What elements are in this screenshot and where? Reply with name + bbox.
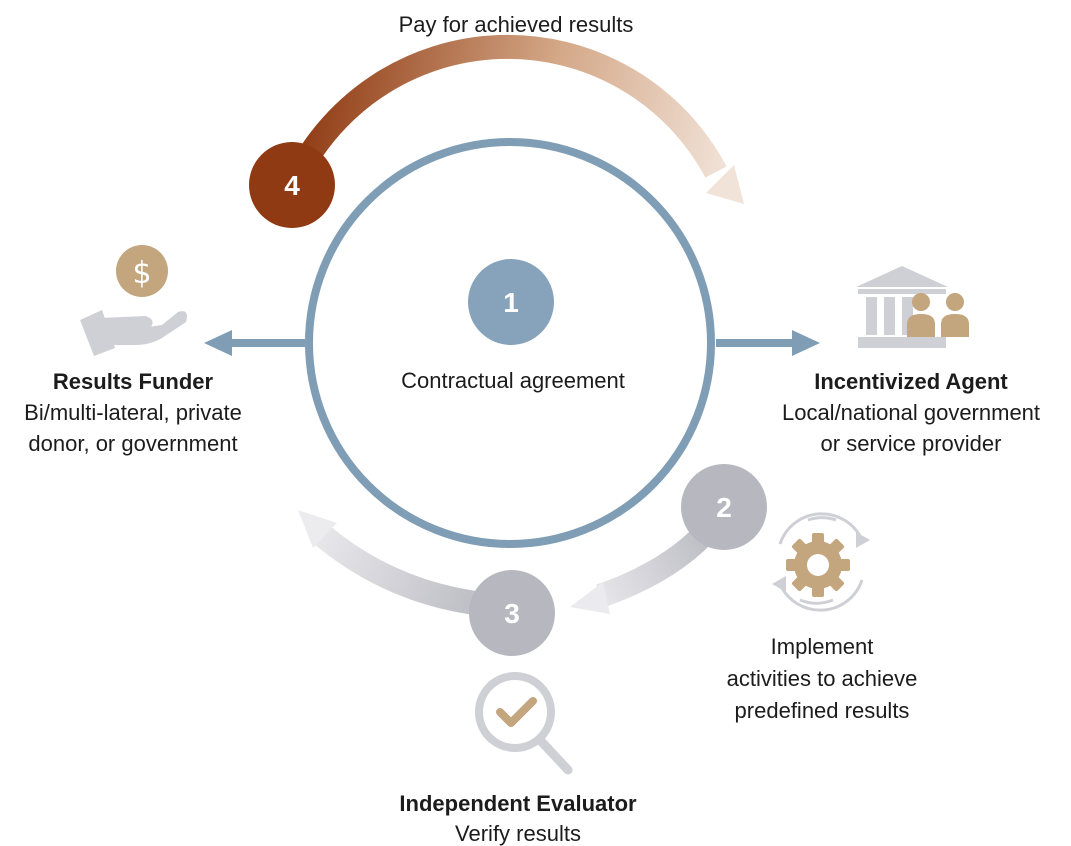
incentivized-agent-title: Incentivized Agent	[814, 369, 1008, 394]
step-2-number: 2	[716, 492, 732, 523]
step-2-badge: 2	[681, 464, 767, 550]
gear-cycle-icon	[772, 512, 870, 612]
results-funder-title: Results Funder	[52, 369, 214, 394]
incentivized-agent-line2: or service provider	[820, 431, 1002, 456]
implement-line3: predefined results	[734, 698, 910, 723]
government-building-people-icon	[856, 266, 969, 348]
independent-evaluator-title: Independent Evaluator	[399, 791, 637, 816]
step-4-badge: 4	[249, 142, 335, 228]
arrow-to-funder	[204, 330, 305, 356]
svg-text:$: $	[132, 256, 151, 291]
pay-arrow	[281, 34, 744, 204]
incentivized-agent-line1: Local/national government	[781, 400, 1041, 425]
implement-line2: activities to achieve	[726, 666, 918, 691]
step-4-number: 4	[284, 170, 300, 201]
step-3-badge: 3	[469, 570, 555, 656]
magnifier-check-icon	[475, 672, 573, 775]
verify-results-label: Verify results	[455, 821, 581, 846]
step-3-number: 3	[504, 598, 520, 629]
results-funder-line2: donor, or government	[28, 431, 238, 456]
step-1-badge: 1	[468, 259, 554, 345]
contractual-agreement-label: Contractual agreement	[401, 368, 625, 393]
hand-dollar-icon: $	[80, 245, 187, 356]
pay-results-label: Pay for achieved results	[398, 12, 634, 37]
step-1-number: 1	[503, 287, 519, 318]
implement-arrow	[570, 517, 722, 614]
arrow-to-agent	[716, 330, 820, 356]
implement-line1: Implement	[770, 634, 874, 659]
results-funder-line1: Bi/multi-lateral, private	[24, 400, 242, 425]
